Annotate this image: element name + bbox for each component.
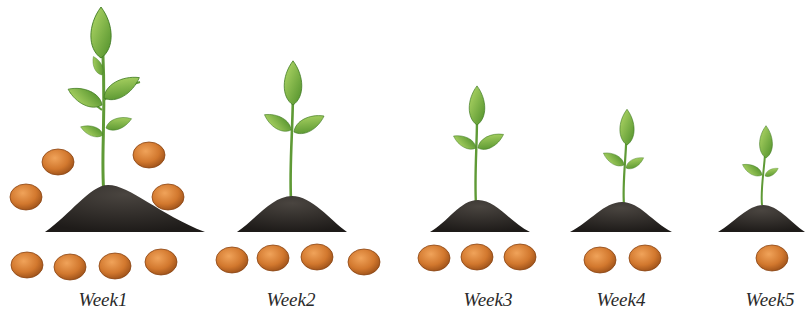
plant-week1 xyxy=(10,7,205,280)
plant-week2 xyxy=(216,61,380,275)
plant-week3 xyxy=(418,86,536,271)
week-label: Week3 xyxy=(464,289,513,312)
week-label: Week2 xyxy=(267,289,316,312)
week-label: Week1 xyxy=(79,289,128,312)
week-label: Week4 xyxy=(597,289,646,312)
plant-week4 xyxy=(570,109,672,273)
week-label: Week5 xyxy=(746,289,795,312)
plant-week5 xyxy=(718,126,805,271)
